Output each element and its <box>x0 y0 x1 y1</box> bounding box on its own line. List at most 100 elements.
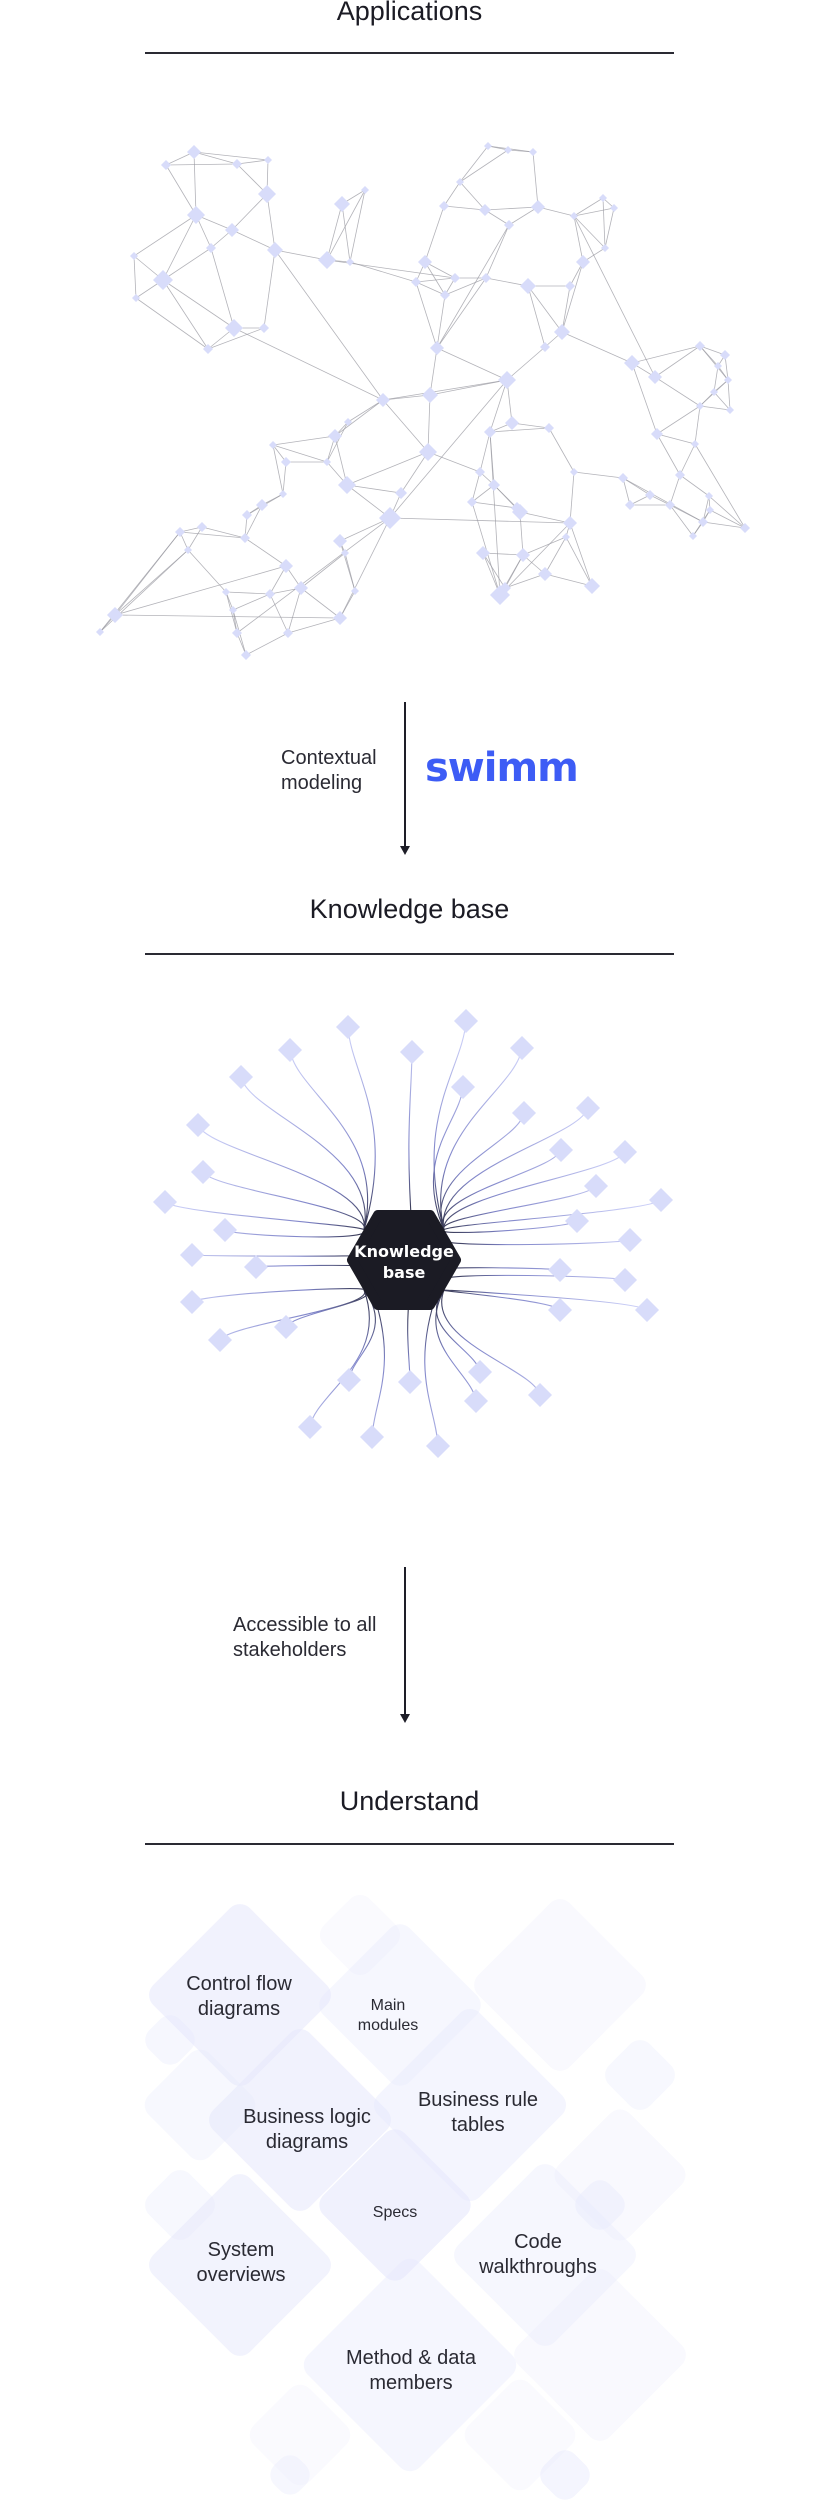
graph-edge <box>415 277 456 283</box>
diamond-node-icon <box>225 319 243 337</box>
diamond-node-icon <box>232 628 242 638</box>
graph-edge <box>424 205 445 263</box>
kb-link <box>191 1254 365 1257</box>
kb-link <box>442 1149 562 1231</box>
diamond-node-icon <box>504 146 512 154</box>
diamond-node-icon <box>481 273 491 283</box>
kb-link <box>443 1239 631 1246</box>
understand-item-specs: Specs <box>373 2203 417 2223</box>
diamond-node-icon <box>400 1040 424 1064</box>
graph-edge <box>436 294 446 349</box>
understand-tile <box>209 2029 391 2211</box>
kb-link <box>285 1289 368 1328</box>
diamond-node-icon <box>184 546 192 554</box>
understand-tile <box>454 2164 636 2346</box>
diamond-node-icon <box>203 344 213 354</box>
diamond-node-icon <box>269 441 277 449</box>
diamond-node-icon <box>649 1188 673 1212</box>
diamond-node-icon <box>451 1075 475 1099</box>
graph-edge <box>482 552 506 589</box>
understand-tile <box>575 2180 625 2230</box>
graph-edge <box>443 205 486 211</box>
diamond-node-icon <box>225 223 239 237</box>
graph-edge <box>459 145 489 183</box>
diamond-node-icon <box>229 1065 253 1089</box>
diamond-node-icon <box>475 467 485 477</box>
graph-edge <box>548 427 575 473</box>
applications-divider <box>145 52 674 54</box>
kb-link <box>224 1229 366 1238</box>
graph-edge <box>522 536 567 556</box>
item-line: Business rule <box>417 2089 539 2111</box>
graph-edge <box>244 537 287 567</box>
arrow-head-icon <box>400 846 410 855</box>
diamond-node-icon <box>258 185 276 203</box>
graph-edge <box>544 536 567 575</box>
graph-edge <box>162 247 212 281</box>
graph-edge <box>436 347 508 381</box>
graph-edge <box>631 345 701 364</box>
diamond-node-icon <box>696 402 704 410</box>
diamond-node-icon <box>440 290 450 300</box>
kb-link <box>435 1289 477 1402</box>
diamond-node-icon <box>531 200 545 214</box>
graph-edge <box>210 247 235 329</box>
graph-edge <box>489 379 508 433</box>
graph-edge <box>507 149 534 153</box>
graph-edge <box>459 181 486 211</box>
graph-edge <box>236 517 391 634</box>
diamond-node-icon <box>548 1298 572 1322</box>
graph-edge <box>429 347 438 396</box>
graph-edge <box>485 224 510 279</box>
understand-item-method-data-members: Method & data members <box>346 2346 476 2396</box>
graph-edge <box>708 495 746 529</box>
diamond-node-icon <box>484 426 496 438</box>
graph-edge <box>287 617 341 634</box>
diamond-node-icon <box>333 611 347 625</box>
diamond-node-icon <box>710 388 718 396</box>
diamond-node-icon <box>625 500 635 510</box>
diamond-node-icon <box>548 1258 572 1282</box>
diamond-node-icon <box>337 1368 361 1392</box>
diamond-node-icon <box>706 506 714 514</box>
graph-edge <box>485 277 529 287</box>
diamond-node-icon <box>648 370 662 384</box>
diamond-node-icon <box>691 440 699 448</box>
graph-edge <box>382 394 431 401</box>
graph-edge <box>504 573 546 589</box>
diamond-node-icon <box>498 371 516 389</box>
graph-edge <box>339 517 391 542</box>
diamond-node-icon <box>439 201 449 211</box>
graph-edge <box>233 327 384 401</box>
diamond-node-icon <box>505 416 519 430</box>
diamond-node-icon <box>283 628 293 638</box>
graph-edge <box>114 614 341 619</box>
graph-edge <box>349 189 366 263</box>
diamond-node-icon <box>529 148 537 156</box>
graph-edge <box>573 207 615 217</box>
diamond-node-icon <box>191 1160 215 1184</box>
diamond-node-icon <box>395 487 407 499</box>
kb-link <box>442 1220 578 1233</box>
kb-center-label: Knowledge <box>354 1242 454 1261</box>
graph-edge <box>561 285 571 333</box>
diamond-node-icon <box>512 504 528 520</box>
diamond-node-icon <box>323 458 331 466</box>
item-line: walkthroughs <box>479 2256 597 2278</box>
graph-edge <box>702 521 746 529</box>
graph-edge <box>436 277 487 349</box>
diamond-node-icon <box>132 294 140 302</box>
diamond-node-icon <box>563 516 577 530</box>
understand-item-business-logic-diagrams: Business logic diagrams <box>243 2105 371 2155</box>
graph-edge <box>508 206 539 226</box>
diamond-node-icon <box>213 1218 237 1242</box>
graph-edge <box>429 379 508 396</box>
understand-tile <box>319 2129 471 2281</box>
understand-tile <box>270 2455 310 2495</box>
graph-edge <box>339 517 391 619</box>
graph-edge <box>702 495 710 523</box>
kb-link <box>255 1264 367 1268</box>
kb-link <box>440 1047 523 1231</box>
kb-link <box>408 1051 413 1231</box>
diamond-node-icon <box>450 273 460 283</box>
